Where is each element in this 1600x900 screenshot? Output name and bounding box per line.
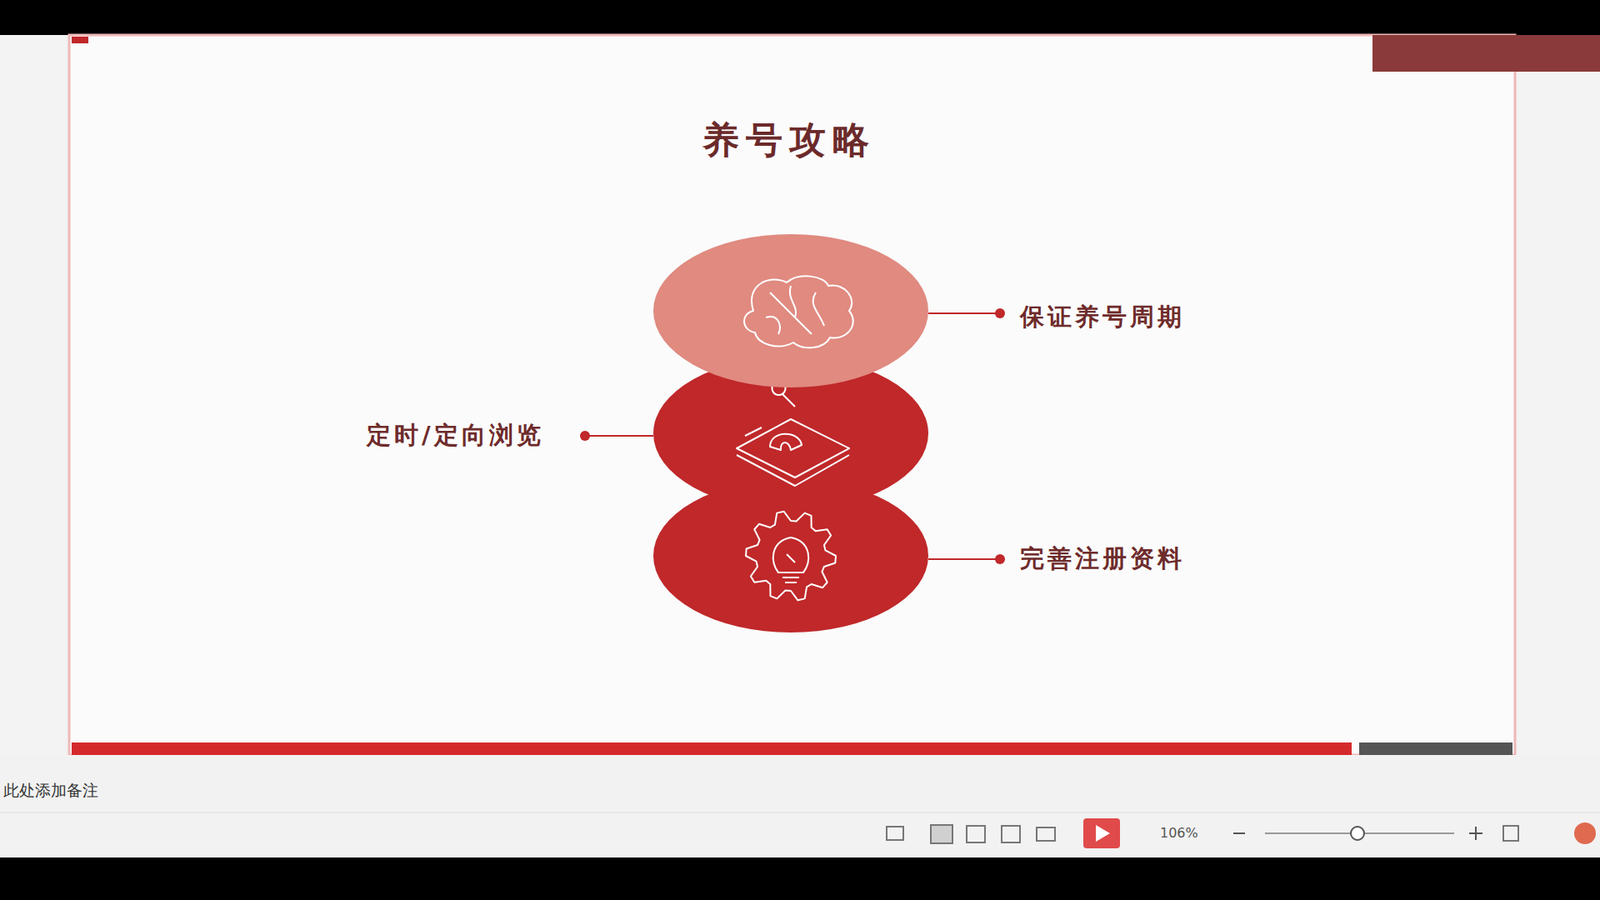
ellipse-fill	[653, 479, 929, 633]
notes-panel	[0, 755, 1600, 858]
editor-ground	[0, 35, 1600, 755]
play-icon	[1095, 825, 1110, 842]
label-holder: 保证养号周期	[1020, 300, 1185, 335]
panel-divider	[0, 812, 1600, 814]
ellipse-layer: 保证养号周期	[653, 234, 929, 388]
app-badge	[1574, 822, 1596, 845]
fit-button	[1503, 825, 1519, 841]
zoom-out	[1233, 832, 1245, 835]
recording-banner	[1372, 35, 1600, 72]
step-label: 保证养号周期	[1020, 300, 1185, 335]
zoom-level: 106%	[1160, 825, 1199, 841]
ellipse-fill	[653, 356, 929, 510]
zoom-knob	[1350, 826, 1365, 840]
view-buttons	[886, 825, 1055, 844]
ellipse-fill	[653, 234, 929, 388]
slide	[69, 35, 1515, 755]
play-button	[1083, 818, 1120, 849]
line-icon	[736, 381, 850, 486]
step-label: 定时/定向浏览	[366, 419, 545, 453]
label-holder: 完善注册资料	[1020, 542, 1185, 576]
zoom-in	[1469, 826, 1483, 840]
progress-rest	[1359, 742, 1513, 755]
progress-bar	[71, 742, 1352, 755]
line-icon	[744, 275, 854, 348]
notes-placeholder: 此处添加备注	[3, 780, 99, 802]
ellipse-shape	[653, 234, 929, 388]
label-holder: 定时/定向浏览	[366, 419, 545, 453]
step-label: 完善注册资料	[1020, 542, 1185, 576]
slide-title: 养号攻略	[702, 115, 876, 165]
line-icon	[745, 511, 836, 601]
slide-mark	[71, 36, 89, 44]
